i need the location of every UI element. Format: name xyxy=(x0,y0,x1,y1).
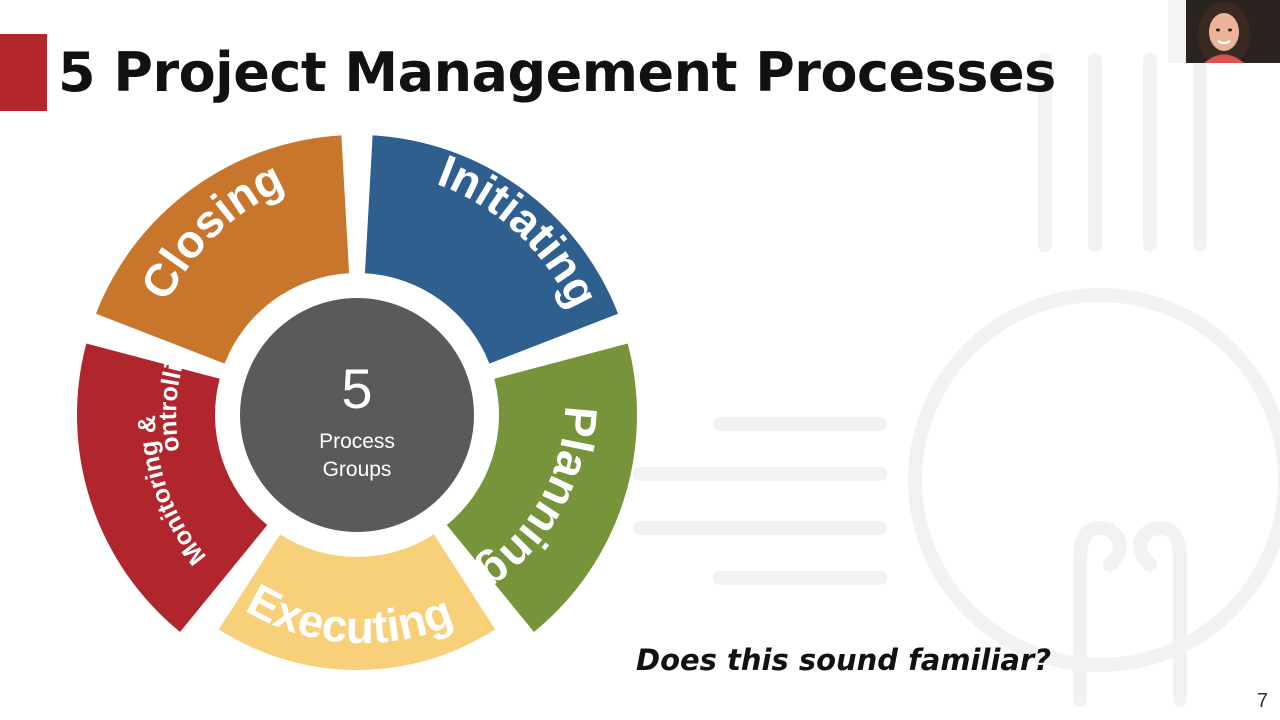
center-circle: 5 Process Groups xyxy=(240,298,474,532)
center-label-line2: Groups xyxy=(323,458,392,481)
page-number: 7 xyxy=(1256,690,1268,712)
presenter-webcam xyxy=(1168,0,1280,63)
center-number: 5 xyxy=(341,357,372,420)
slide-title: 5 Project Management Processes xyxy=(58,41,1056,104)
segment-monitoring xyxy=(76,343,268,632)
segment-planning xyxy=(446,343,637,632)
segment-layer xyxy=(76,135,637,670)
title-accent-bar xyxy=(0,34,47,111)
question-text: Does this sound familiar? xyxy=(636,643,1052,677)
segment-initiating xyxy=(364,135,619,364)
presenter-avatar-icon xyxy=(1168,0,1280,63)
process-cycle-diagram: 5 Process Groups Initiating Planning Exe… xyxy=(60,110,637,670)
segment-closing xyxy=(95,135,350,364)
center-label-line1: Process xyxy=(319,430,395,453)
segment-executing xyxy=(218,534,496,670)
